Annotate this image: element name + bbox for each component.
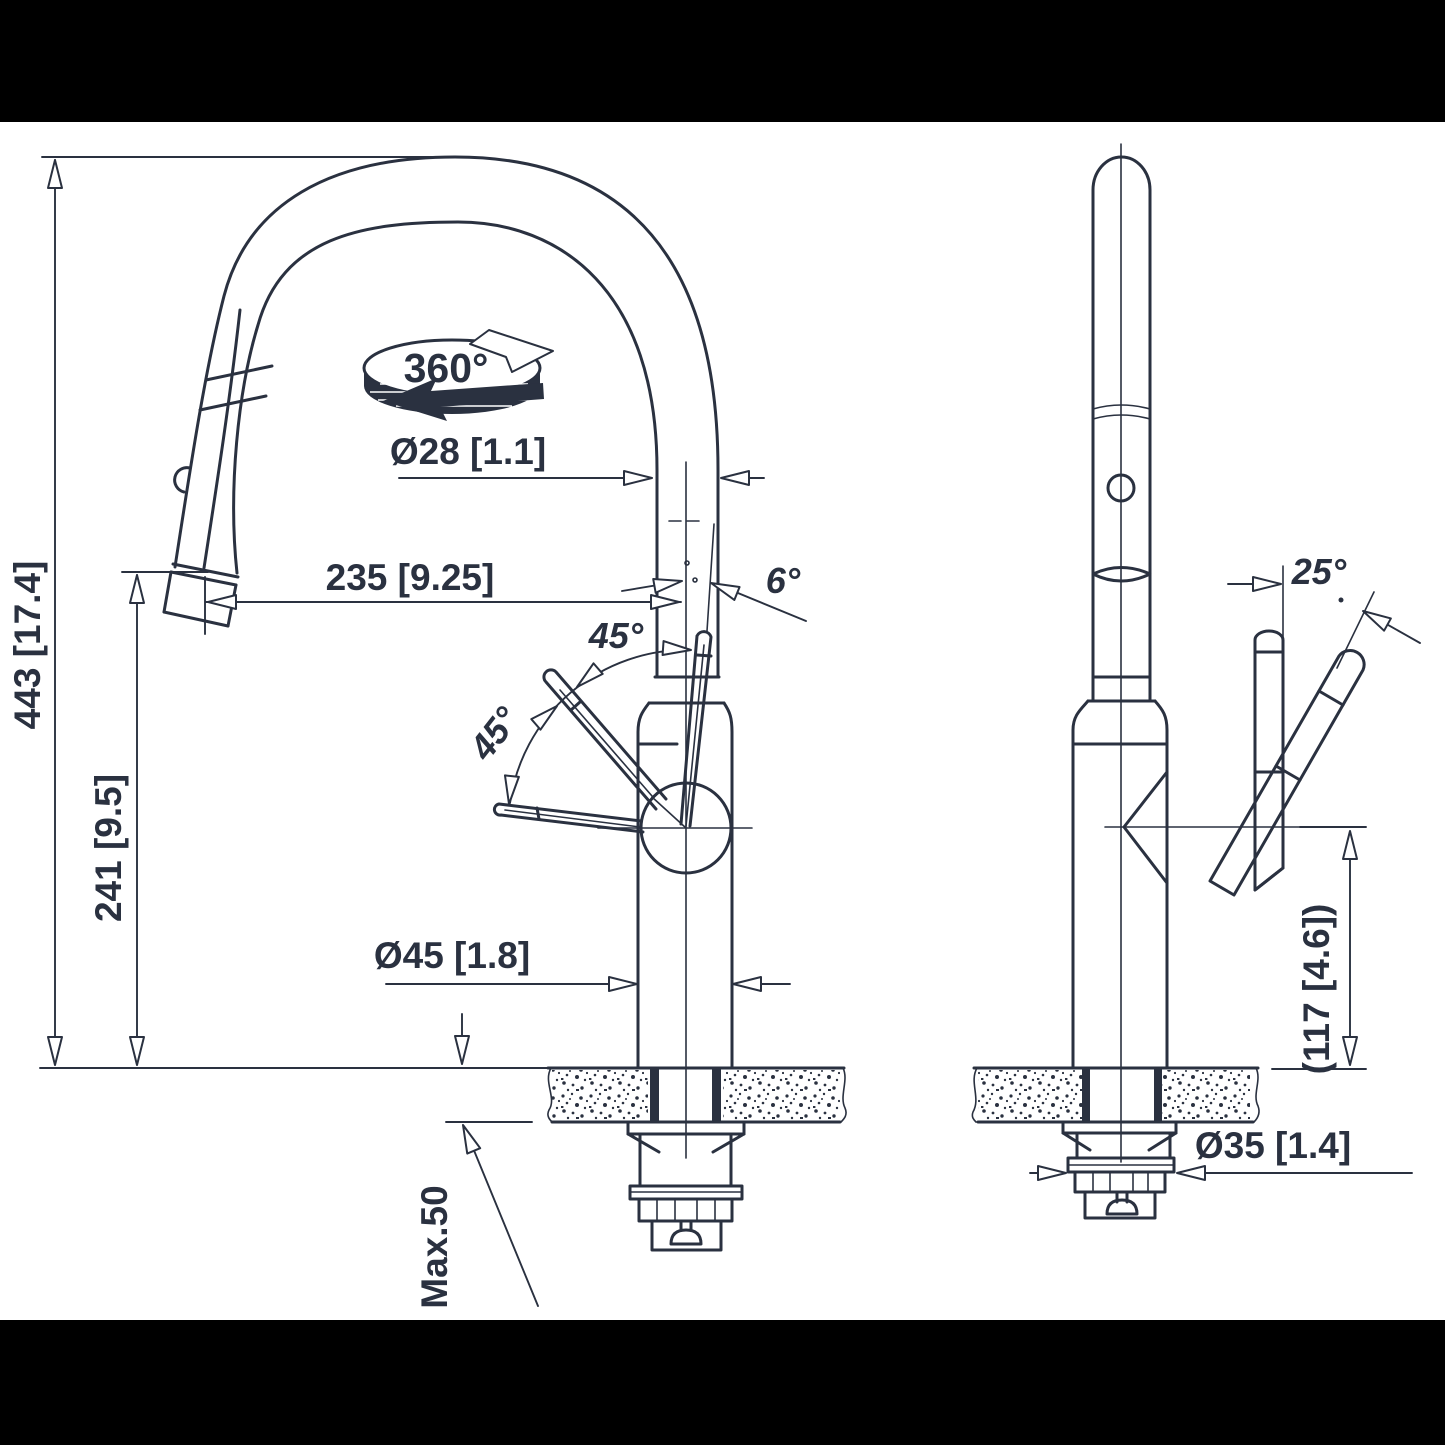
wand-joint-lens xyxy=(1091,566,1152,583)
faucet-body-side xyxy=(1071,143,1301,1163)
handle-closed-6deg xyxy=(668,520,715,828)
handle-45deg xyxy=(542,668,668,811)
faucet-body-front xyxy=(597,461,753,1159)
countertop-front xyxy=(546,1066,847,1124)
dim-spout-diameter: Ø28 [1.1] xyxy=(390,431,765,486)
label-235: 235 [9.25] xyxy=(326,557,495,598)
sprayer-button-side xyxy=(1106,473,1136,503)
wand-joint-tick-lower xyxy=(198,394,268,412)
label-25deg: 25° xyxy=(1291,551,1347,592)
front-view: 45° 45° 6° 360° Ø28 [1.1] xyxy=(7,155,847,1309)
dim-hole-diameter: Ø35 [1.4] xyxy=(1029,1125,1413,1181)
handle-horizontal xyxy=(492,802,645,834)
countertop-side xyxy=(971,1066,1260,1124)
label-d28: Ø28 [1.1] xyxy=(390,431,546,472)
wand-joint-tick-upper xyxy=(204,364,274,382)
letterbox-bottom xyxy=(0,1320,1445,1445)
side-view: 25° (117 [4.6]) xyxy=(971,143,1421,1220)
hole-wall-left-side xyxy=(1082,1068,1090,1122)
spout-arch xyxy=(173,155,720,679)
dim-reach: 235 [9.25] xyxy=(204,557,682,635)
label-117: (117 [4.6]) xyxy=(1296,904,1337,1075)
hole-wall-left xyxy=(650,1068,659,1122)
handle-tilted-25deg xyxy=(1208,649,1366,897)
rotation-arrow-head xyxy=(469,329,554,373)
mounting-side xyxy=(1061,1120,1178,1220)
label-45-lower: 45° xyxy=(461,699,528,768)
bolt-head xyxy=(669,1228,703,1246)
angle-handle-25: 25° xyxy=(1227,551,1421,859)
dim-outlet-height: 241 [9.5] xyxy=(88,571,209,1066)
hole-wall-right xyxy=(712,1068,721,1122)
label-d45: Ø45 [1.8] xyxy=(374,935,530,976)
label-443: 443 [17.4] xyxy=(7,561,48,730)
mounting-front xyxy=(626,1120,746,1252)
handle-positions-side xyxy=(1208,629,1366,897)
label-360: 360° xyxy=(404,345,489,391)
letterbox-top xyxy=(0,0,1445,122)
handle-axis-extension xyxy=(706,523,715,632)
dim-max-deck: Max.50 xyxy=(414,1013,539,1309)
label-d35: Ø35 [1.4] xyxy=(1195,1125,1351,1166)
wand-inner-edge xyxy=(202,308,242,570)
label-45-upper: 45° xyxy=(588,615,644,656)
sprayer-button xyxy=(173,466,192,494)
label-241: 241 [9.5] xyxy=(88,774,129,922)
dim-handle-height: (117 [4.6]) xyxy=(1271,826,1367,1075)
handle-positions-front xyxy=(492,520,715,834)
dim-total-height: 443 [17.4] xyxy=(7,156,469,1066)
rotation-arrow-front xyxy=(383,378,544,421)
rotation-360: 360° xyxy=(362,329,554,421)
mounting-bracket-side xyxy=(1083,1190,1157,1220)
mounting-bracket xyxy=(650,1219,723,1252)
hole-wall-right-side xyxy=(1154,1068,1162,1122)
label-6deg: 6° xyxy=(766,560,801,601)
mounting-bolt xyxy=(679,1219,693,1232)
label-max50: Max.50 xyxy=(414,1185,455,1308)
angle-spout-6: 6° xyxy=(621,560,807,622)
bolt-head-side xyxy=(1105,1198,1139,1216)
dim-body-diameter: Ø45 [1.8] xyxy=(374,935,791,992)
